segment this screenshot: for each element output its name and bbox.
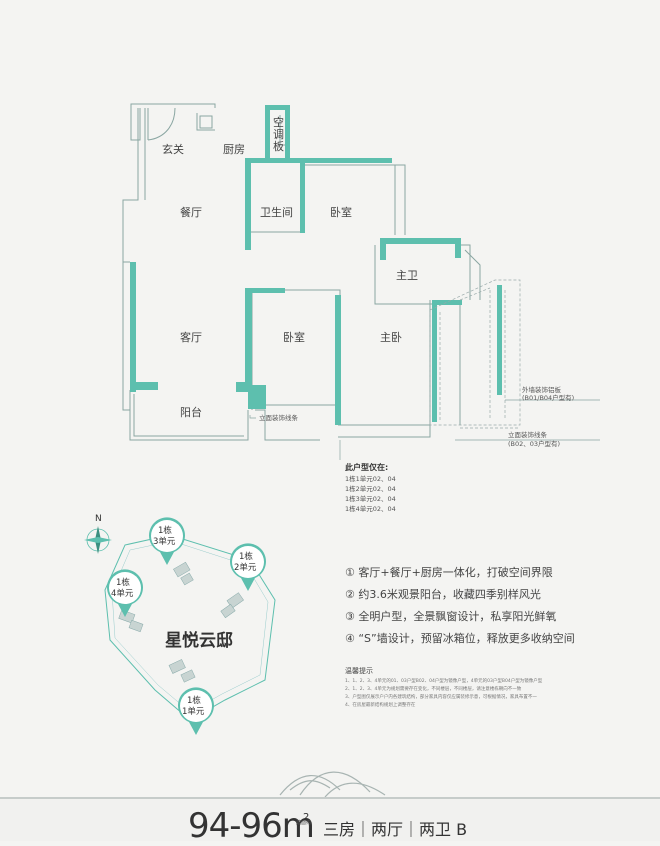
facade-trim-bottom-label: 立面装饰线条 bbox=[259, 413, 299, 422]
tip-item: 2、1、2、3、4单元为规划需要存在变化，不同楼层，不同楼层，请注意楼栋朝向不一… bbox=[345, 687, 522, 692]
room-ac-label-1: 空 bbox=[273, 115, 284, 129]
room-entrance-label: 玄关 bbox=[162, 142, 184, 156]
svg-text:1栋: 1栋 bbox=[187, 695, 201, 706]
wall-panel-label: 外墙装饰铝板 bbox=[522, 385, 562, 394]
room-bedroom-mid-label: 卧室 bbox=[283, 330, 305, 344]
feature-list: ① 客厅+餐厅+厨房一体化，打破空间界限 ② 约3.6米观景阳台，收藏四季别样风… bbox=[345, 562, 575, 650]
facade-trim-right-note: (B02、03户型有) bbox=[508, 439, 560, 448]
tip-item: 4、在房屋最新结构规划上调整存在 bbox=[345, 703, 416, 708]
tips-list: 1、1、2、3、4单元的01、03户型B02、04户型为镜像户型，4单元的03户… bbox=[345, 678, 595, 710]
wall-panel-note: (B01/B04户型有) bbox=[522, 393, 574, 402]
applicable-item: 1栋4单元02、04 bbox=[345, 505, 396, 513]
room-living-label: 客厅 bbox=[180, 330, 202, 344]
applicable-title: 此户型仅在: bbox=[345, 463, 389, 472]
tip-item: 3、户型图仅展示户户内各建筑结构，部分家具内容仅应属装修示意，可根据情况，家具布… bbox=[345, 695, 537, 700]
footer-band bbox=[0, 799, 660, 841]
applicable-item: 1栋1单元02、04 bbox=[345, 475, 396, 483]
marker-unit-4: 1栋 4单元 bbox=[107, 569, 144, 617]
room-kitchen-label: 厨房 bbox=[223, 143, 245, 156]
svg-text:1栋: 1栋 bbox=[158, 525, 172, 536]
room-ac-label-3: 板 bbox=[273, 139, 284, 153]
room-master-bedroom-label: 主卧 bbox=[380, 331, 402, 344]
feature-item: ② 约3.6米观景阳台，收藏四季别样风光 bbox=[345, 588, 541, 601]
facade-trim-right-label: 立面装饰线条 bbox=[508, 430, 548, 439]
footer-rule bbox=[0, 797, 660, 799]
feature-item: ④ “S”墙设计，预留冰箱位，释放更多收纳空间 bbox=[345, 632, 575, 645]
svg-text:1栋: 1栋 bbox=[116, 577, 130, 588]
svg-text:4单元: 4单元 bbox=[111, 588, 134, 599]
compass-icon bbox=[84, 526, 112, 554]
svg-text:1栋: 1栋 bbox=[239, 551, 253, 562]
applicable-list: 1栋1单元02、04 1栋2单元02、04 1栋3单元02、04 1栋4单元02… bbox=[345, 474, 396, 514]
site-map: N 星悦云邸 1栋 3单元 1栋 2单元 1栋 4单元 1栋 1单元 bbox=[84, 514, 276, 735]
marker-unit-1: 1栋 1单元 bbox=[177, 687, 215, 735]
north-label: N bbox=[95, 514, 102, 524]
marker-unit-3: 1栋 3单元 bbox=[149, 517, 186, 565]
feature-item: ③ 全明户型，全景飘窗设计，私享阳光鲜氧 bbox=[345, 610, 557, 623]
area-label: 建面约 bbox=[296, 820, 312, 826]
applicable-item: 1栋3单元02、04 bbox=[345, 495, 396, 503]
room-dining-label: 餐厅 bbox=[180, 205, 202, 219]
area-value: 94-96m bbox=[188, 806, 315, 846]
tips-title: 温馨提示 bbox=[345, 667, 373, 675]
svg-text:2单元: 2单元 bbox=[234, 562, 257, 573]
feature-item: ① 客厅+餐厅+厨房一体化，打破空间界限 bbox=[345, 566, 553, 579]
svg-text:3单元: 3单元 bbox=[153, 536, 176, 547]
mountain-logo-icon bbox=[279, 771, 386, 798]
area-superscript: 2 bbox=[303, 812, 310, 823]
applicable-item: 1栋2单元02、04 bbox=[345, 485, 396, 493]
site-name: 星悦云邸 bbox=[165, 630, 233, 651]
marker-unit-2: 1栋 2单元 bbox=[230, 543, 266, 591]
tip-item: 1、1、2、3、4单元的01、03户型B02、04户型为镜像户型，4单元的03户… bbox=[345, 679, 543, 684]
room-master-bath-label: 主卫 bbox=[396, 269, 418, 282]
room-bathroom-label: 卫生间 bbox=[260, 205, 293, 219]
unit-type: 三房｜两厅｜两卫 B bbox=[323, 820, 468, 839]
room-balcony-label: 阳台 bbox=[180, 405, 202, 419]
svg-text:1单元: 1单元 bbox=[182, 706, 205, 717]
room-bedroom-top-label: 卧室 bbox=[330, 205, 352, 219]
room-ac-label-2: 调 bbox=[273, 128, 284, 141]
